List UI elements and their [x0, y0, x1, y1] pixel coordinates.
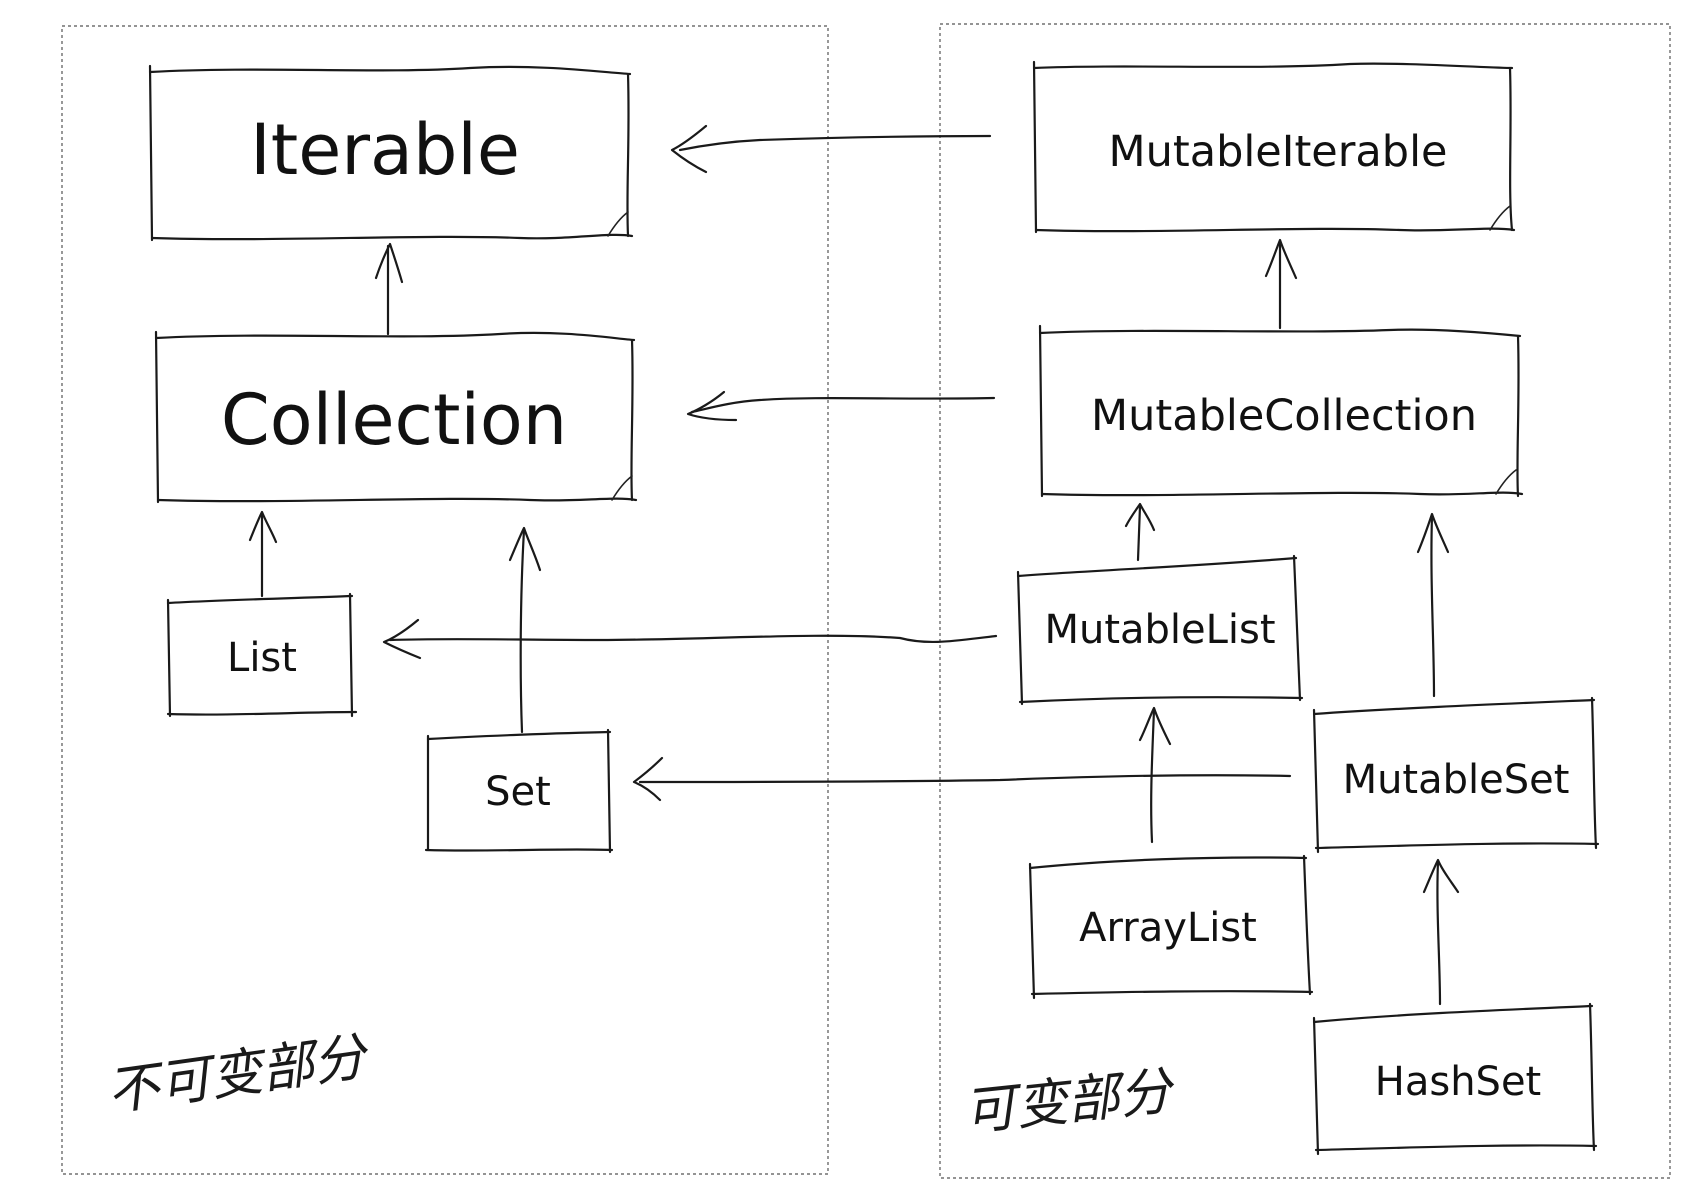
edge-mutable-set-to-set — [632, 756, 1292, 802]
edge-collection-to-iterable — [374, 242, 404, 336]
edge-set-to-collection — [508, 526, 542, 734]
node-mutable-iterable[interactable]: MutableIterable — [1032, 60, 1516, 234]
collection-label: Collection — [221, 379, 567, 461]
edge-hash-set-to-mutable-set — [1422, 858, 1460, 1006]
edge-mutable-list-to-mutable-collection — [1124, 502, 1156, 562]
mutable-panel-label: 可变部分 — [961, 1061, 1178, 1143]
node-mutable-list[interactable]: MutableList — [1016, 554, 1304, 706]
edge-mutable-collection-to-mutable-iterable — [1264, 238, 1298, 330]
mutable-list-label: MutableList — [1044, 607, 1275, 653]
mutable-set-label: MutableSet — [1343, 757, 1570, 803]
mutable-collection-label: MutableCollection — [1091, 391, 1477, 441]
edge-array-list-to-mutable-list — [1138, 706, 1172, 844]
immutable-panel — [61, 25, 829, 1175]
array-list-label: ArrayList — [1079, 905, 1257, 951]
node-list[interactable]: List — [166, 592, 358, 718]
list-label: List — [227, 635, 297, 681]
mutable-panel — [939, 23, 1671, 1179]
edge-mutable-set-to-mutable-collection — [1416, 512, 1450, 698]
edge-mutable-collection-to-collection — [686, 390, 996, 422]
mutable-iterable-label: MutableIterable — [1109, 127, 1448, 177]
node-mutable-collection[interactable]: MutableCollection — [1038, 324, 1524, 498]
edge-list-to-collection — [248, 510, 278, 598]
node-collection[interactable]: Collection — [154, 330, 638, 504]
iterable-label: Iterable — [250, 109, 520, 191]
edge-mutable-list-to-list — [382, 618, 998, 660]
set-label: Set — [485, 769, 551, 815]
node-hash-set[interactable]: HashSet — [1312, 1002, 1598, 1156]
immutable-panel-label: 不可变部分 — [103, 1027, 373, 1123]
node-array-list[interactable]: ArrayList — [1028, 854, 1314, 1000]
edge-mutable-iterable-to-iterable — [670, 124, 992, 174]
hash-set-label: HashSet — [1375, 1059, 1541, 1105]
node-set[interactable]: Set — [424, 728, 614, 854]
node-iterable[interactable]: Iterable — [148, 64, 634, 242]
node-mutable-set[interactable]: MutableSet — [1312, 696, 1600, 854]
